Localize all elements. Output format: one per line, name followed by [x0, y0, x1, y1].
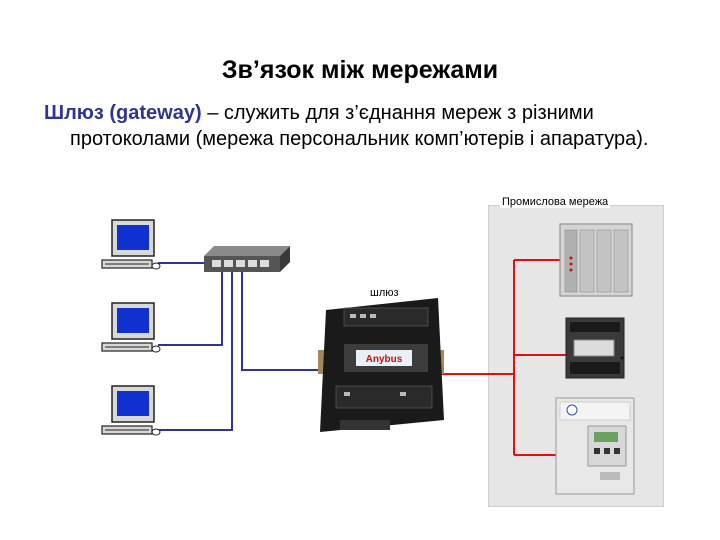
- pc-icon: [101, 219, 161, 270]
- gateway-brand-text: Anybus: [366, 354, 403, 365]
- industrial-network-label: Промислова мережа: [500, 196, 611, 208]
- network-switch-icon: [204, 246, 290, 272]
- gateway-device-icon: Anybus: [318, 298, 444, 432]
- slide-title: Зв’язок між мережами: [221, 56, 499, 84]
- plc-rack-icon: [559, 223, 633, 297]
- controller-icon: [565, 317, 625, 379]
- gateway-definition: Шлюз (gateway) – служить для з’єднання м…: [44, 100, 714, 152]
- definition-rest: протоколами (мережа персональник комп’ют…: [70, 128, 649, 150]
- cabinet-icon: [555, 397, 635, 495]
- industrial-links: [440, 259, 566, 456]
- definition-line1: – служить для з’єднання мереж з різними: [201, 102, 594, 124]
- pc-links: [158, 262, 318, 431]
- pc-icon: [101, 302, 161, 353]
- gateway-term: Шлюз (gateway): [44, 102, 202, 124]
- gateway-label: шлюз: [370, 287, 399, 299]
- pc-icon: [101, 385, 161, 436]
